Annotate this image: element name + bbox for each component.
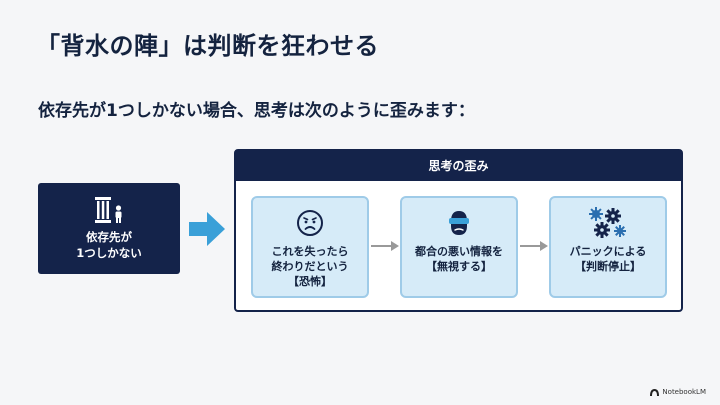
step-1-line-1: これを失ったら bbox=[271, 245, 349, 258]
right-arrow-icon bbox=[189, 212, 225, 246]
step-text-panic: パニックによる 【判断停止】 bbox=[570, 244, 647, 274]
slide-title: 「背水の陣」は判断を狂わせる bbox=[36, 32, 379, 60]
single-dependency-box: 依存先が 1つしかない bbox=[38, 183, 180, 274]
step-3-line-1: パニックによる bbox=[569, 245, 647, 258]
notebooklm-icon bbox=[650, 388, 660, 396]
step-2-line-2: 【無視する】 bbox=[426, 260, 492, 273]
step-text-fear: これを失ったら 終わりだという 【恐怖】 bbox=[272, 244, 349, 289]
step-card-panic: パニックによる 【判断停止】 bbox=[549, 196, 667, 298]
step-1-line-2: 終わりだという bbox=[271, 260, 349, 273]
notebooklm-logo: NotebookLM bbox=[650, 388, 706, 396]
step-card-ignore: 都合の悪い情報を 【無視する】 bbox=[400, 196, 518, 298]
step-1-line-3: 【恐怖】 bbox=[288, 275, 332, 288]
step-3-line-2: 【判断停止】 bbox=[574, 260, 641, 273]
step-card-fear: これを失ったら 終わりだという 【恐怖】 bbox=[251, 196, 369, 298]
gears-icon bbox=[589, 207, 626, 238]
source-line-2: 1つしかない bbox=[76, 246, 142, 260]
step-2-line-1: 都合の悪い情報を bbox=[415, 245, 503, 258]
thought-distortion-panel: 思考の歪み これを失ったら 終わりだという 【恐怖】 bbox=[234, 149, 683, 312]
panel-header: 思考の歪み bbox=[236, 151, 681, 181]
blindfolded-head-icon bbox=[449, 211, 469, 235]
pillar-icon bbox=[95, 197, 111, 223]
source-icons bbox=[95, 197, 123, 223]
source-line-1: 依存先が bbox=[85, 230, 132, 244]
slide-subtitle: 依存先が1つしかない場合、思考は次のように歪みます： bbox=[38, 101, 475, 121]
step-arrow-icon bbox=[520, 241, 548, 251]
worried-face-icon bbox=[297, 210, 323, 236]
step-arrow-icon bbox=[371, 241, 399, 251]
person-icon bbox=[115, 205, 122, 223]
single-dependency-label: 依存先が 1つしかない bbox=[76, 229, 142, 261]
step-text-ignore: 都合の悪い情報を 【無視する】 bbox=[415, 244, 503, 274]
logo-text: NotebookLM bbox=[662, 388, 706, 396]
